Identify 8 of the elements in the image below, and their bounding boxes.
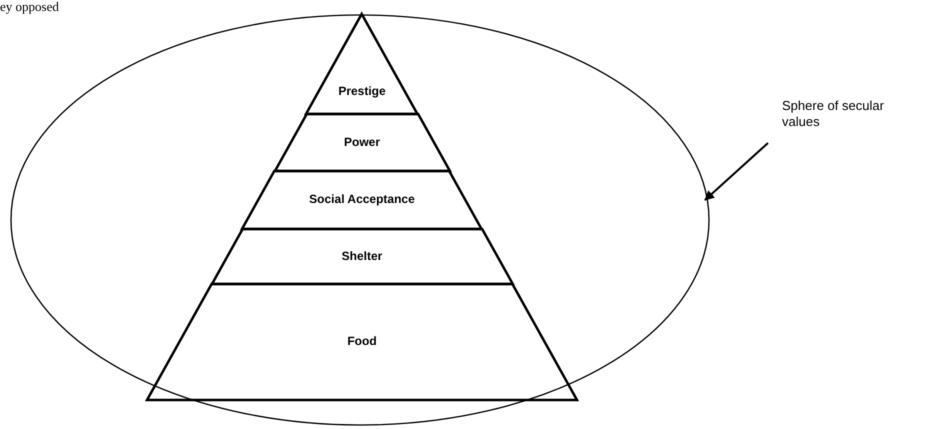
annotation-text: Sphere of secular values xyxy=(782,98,922,130)
arrow xyxy=(704,142,769,201)
layer-label: Prestige xyxy=(337,84,387,98)
layer-label: Power xyxy=(342,134,381,148)
layer-label: Food xyxy=(346,334,378,348)
layer-label: Social Acceptance xyxy=(308,192,416,206)
cut-off-text: ey opposed xyxy=(0,0,59,14)
layer-label: Shelter xyxy=(340,248,384,262)
